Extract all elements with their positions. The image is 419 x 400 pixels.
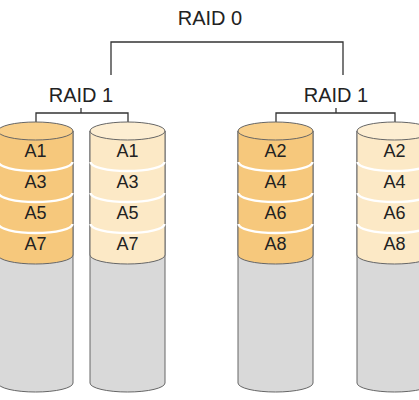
- data-region: [357, 131, 419, 264]
- block-separator: [239, 193, 313, 202]
- block-separator: [0, 224, 73, 233]
- raid1-bracket: [276, 113, 395, 124]
- block-label: A8: [238, 233, 313, 255]
- block-separator: [358, 224, 419, 233]
- block-separator: [0, 162, 73, 171]
- block-label: A4: [238, 171, 313, 193]
- block-label: A2: [238, 140, 313, 162]
- disk-top: [238, 122, 313, 140]
- block-separator: [0, 193, 73, 202]
- disk-body: [357, 131, 419, 392]
- block-separator: [91, 224, 165, 233]
- block-label: A1: [90, 140, 165, 162]
- disk-cylinder: A1A3A5A7: [90, 122, 165, 392]
- disk-body: [90, 131, 165, 392]
- data-region: [238, 131, 313, 264]
- block-label: A5: [0, 202, 73, 224]
- block-label: A2: [357, 140, 419, 162]
- block-label: A4: [357, 171, 419, 193]
- bracket-stem: [80, 108, 81, 113]
- disk-cylinder: A2A4A6A8: [357, 122, 419, 392]
- block-separator: [91, 193, 165, 202]
- disk-cylinder: A2A4A6A8: [238, 122, 313, 392]
- cylinder-shape: [357, 122, 419, 392]
- block-separator: [358, 162, 419, 171]
- raid0-bracket: [111, 42, 343, 75]
- disk-body: [238, 131, 313, 392]
- block-label: A7: [0, 233, 73, 255]
- disk-top: [357, 122, 419, 140]
- block-separator: [239, 162, 313, 171]
- block-label: A1: [0, 140, 73, 162]
- disk-body: [0, 131, 73, 392]
- disk-top: [90, 122, 165, 140]
- data-region: [0, 131, 73, 264]
- block-label: A3: [90, 171, 165, 193]
- block-label: A6: [238, 202, 313, 224]
- block-separator: [91, 162, 165, 171]
- cylinder-shape: [0, 122, 73, 392]
- block-label: A3: [0, 171, 73, 193]
- block-label: A8: [357, 233, 419, 255]
- block-separator: [239, 224, 313, 233]
- block-label: A5: [90, 202, 165, 224]
- block-separator: [358, 193, 419, 202]
- block-label: A6: [357, 202, 419, 224]
- bracket-stem: [335, 108, 336, 113]
- raid0-label: RAID 0: [178, 6, 242, 30]
- cylinder-shape: [90, 122, 165, 392]
- raid1-label: RAID 1: [49, 83, 113, 107]
- disk-cylinder: A1A3A5A7: [0, 122, 73, 392]
- cylinder-shape: [238, 122, 313, 392]
- raid1-label: RAID 1: [304, 83, 368, 107]
- disk-top: [0, 122, 73, 140]
- data-region: [90, 131, 165, 264]
- block-label: A7: [90, 233, 165, 255]
